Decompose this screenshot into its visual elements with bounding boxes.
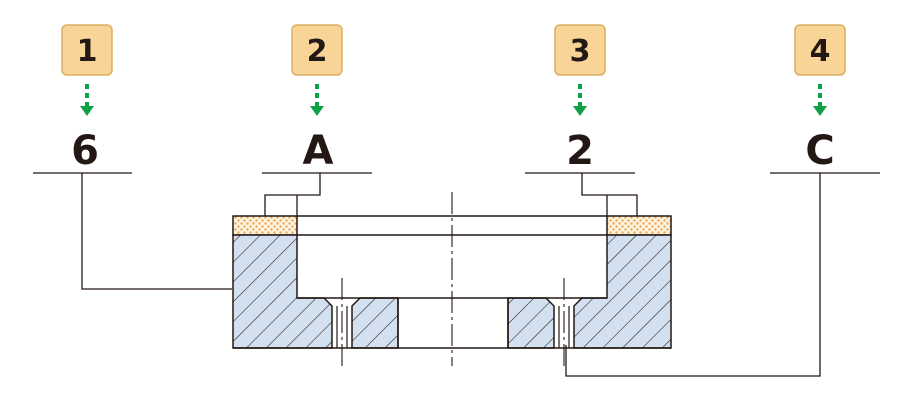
badge-number: 4 [810,34,831,69]
centerlines [341,192,565,366]
hatched-body-center-left [351,297,399,349]
spec-value: A [303,128,334,174]
spec-value: 2 [566,128,594,174]
badge-number: 2 [307,34,328,69]
arrow-head [813,106,827,116]
hatched-body-right [573,234,672,349]
leader-line-4 [565,173,821,377]
hole-left [336,306,348,348]
part-cross-section [232,215,672,349]
hatched-body-center-right [507,297,555,349]
leader-line-3 [581,173,638,216]
callout-2: 2 A [262,24,372,174]
arrow-head [573,106,587,116]
leader-line-2 [264,173,321,216]
number-badge [554,24,606,76]
badge-number: 1 [77,34,98,69]
abrasive-layer-right [606,215,672,236]
hatched-body-left [232,234,333,349]
number-badge [291,24,343,76]
leader-line-1 [81,173,232,290]
arrow-head [310,106,324,116]
number-badge [61,24,113,76]
callout-4: 4 C [770,24,880,174]
callout-1: 1 6 [33,24,132,174]
badge-number: 3 [570,34,591,69]
number-badge [794,24,846,76]
spec-value: C [805,128,834,174]
hole-right [558,306,570,348]
leader-lines [81,173,821,377]
spec-value: 6 [71,128,99,174]
abrasive-layer-left [232,215,298,236]
callout-3: 3 2 [525,24,635,174]
arrow-head [80,106,94,116]
